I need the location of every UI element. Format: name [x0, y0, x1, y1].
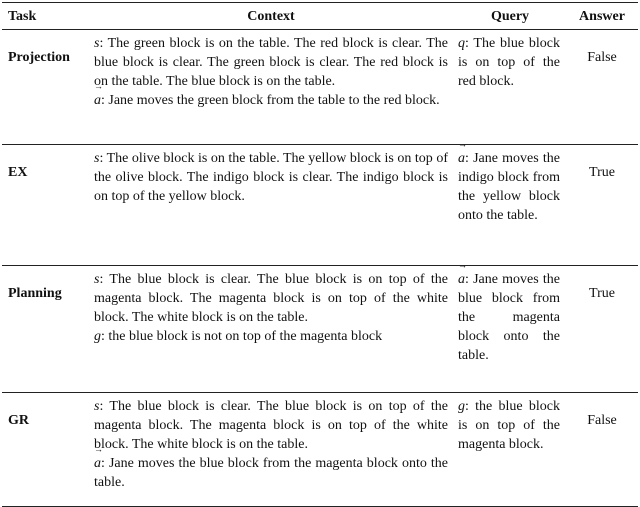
action-vector-symbol: a — [458, 260, 467, 289]
action-vector-symbol: a — [458, 139, 467, 168]
action-text: : Jane moves the green block from the ta… — [101, 93, 440, 108]
query-symbol: q — [458, 36, 465, 51]
query-text: : the blue block is on top of the magent… — [458, 399, 560, 452]
context-cell: s: The olive block is on the table. The … — [88, 144, 454, 266]
query-cell: a: Jane moves the indigo block from the … — [454, 139, 566, 266]
query-text: : The blue block is on top of the red bl… — [458, 36, 560, 89]
context-cell: s: The green block is on the table. The … — [88, 29, 454, 145]
state-text: : The blue block is clear. The blue bloc… — [94, 272, 448, 325]
query-text: : Jane moves the indigo block from the y… — [458, 151, 560, 223]
task-cell: Planning — [2, 265, 88, 393]
context-action: a: Jane moves the green block from the t… — [94, 81, 448, 110]
context-action: a: Jane moves the blue block from the ma… — [94, 444, 448, 492]
table-row-gr: GR s: The blue block is clear. The blue … — [2, 392, 638, 507]
header-context: Context — [88, 2, 454, 30]
table-row-projection: Projection s: The green block is on the … — [2, 29, 638, 145]
header-task: Task — [2, 2, 88, 30]
action-vector-symbol: a — [94, 81, 103, 110]
state-symbol: s — [94, 272, 100, 287]
context-state: s: The blue block is clear. The blue blo… — [94, 270, 448, 327]
context-cell: s: The blue block is clear. The blue blo… — [88, 265, 454, 393]
action-vector-symbol: a — [94, 444, 103, 473]
state-symbol: s — [94, 151, 100, 166]
query-cell: a: Jane moves the blue block from the ma… — [454, 260, 566, 393]
state-symbol: s — [94, 399, 100, 414]
state-symbol: s — [94, 36, 100, 51]
action-text: : Jane moves the blue block from the mag… — [94, 456, 448, 490]
context-cell: s: The blue block is clear. The blue blo… — [88, 392, 454, 507]
task-cell: GR — [2, 392, 88, 507]
state-text: : The blue block is clear. The blue bloc… — [94, 399, 448, 452]
context-state: s: The blue block is clear. The blue blo… — [94, 397, 448, 454]
query-text: : Jane moves the blue block from the mag… — [458, 272, 560, 363]
table-row-planning: Planning s: The blue block is clear. The… — [2, 260, 638, 393]
header-row: Task Context Query Answer — [2, 2, 638, 30]
goal-text: : the blue block is not on top of the ma… — [101, 329, 383, 344]
answer-cell: True — [566, 265, 638, 393]
goal-symbol: g — [458, 399, 465, 414]
query-cell: g: the blue block is on top of the magen… — [454, 392, 566, 507]
state-text: : The olive block is on the table. The y… — [94, 151, 448, 204]
task-cell: EX — [2, 144, 88, 266]
header-query: Query — [454, 2, 566, 30]
answer-cell: False — [566, 392, 638, 507]
header-answer: Answer — [566, 2, 638, 30]
task-cell: Projection — [2, 29, 88, 145]
table-row-ex: EX s: The olive block is on the table. T… — [2, 139, 638, 266]
answer-cell: False — [566, 29, 638, 145]
context-state: s: The olive block is on the table. The … — [94, 149, 448, 206]
query-cell: q: The blue block is on top of the red b… — [454, 29, 566, 145]
context-goal: g: the blue block is not on top of the m… — [94, 327, 448, 346]
answer-cell: True — [566, 144, 638, 266]
context-state: s: The green block is on the table. The … — [94, 34, 448, 91]
goal-symbol: g — [94, 329, 101, 344]
state-text: : The green block is on the table. The r… — [94, 36, 448, 89]
